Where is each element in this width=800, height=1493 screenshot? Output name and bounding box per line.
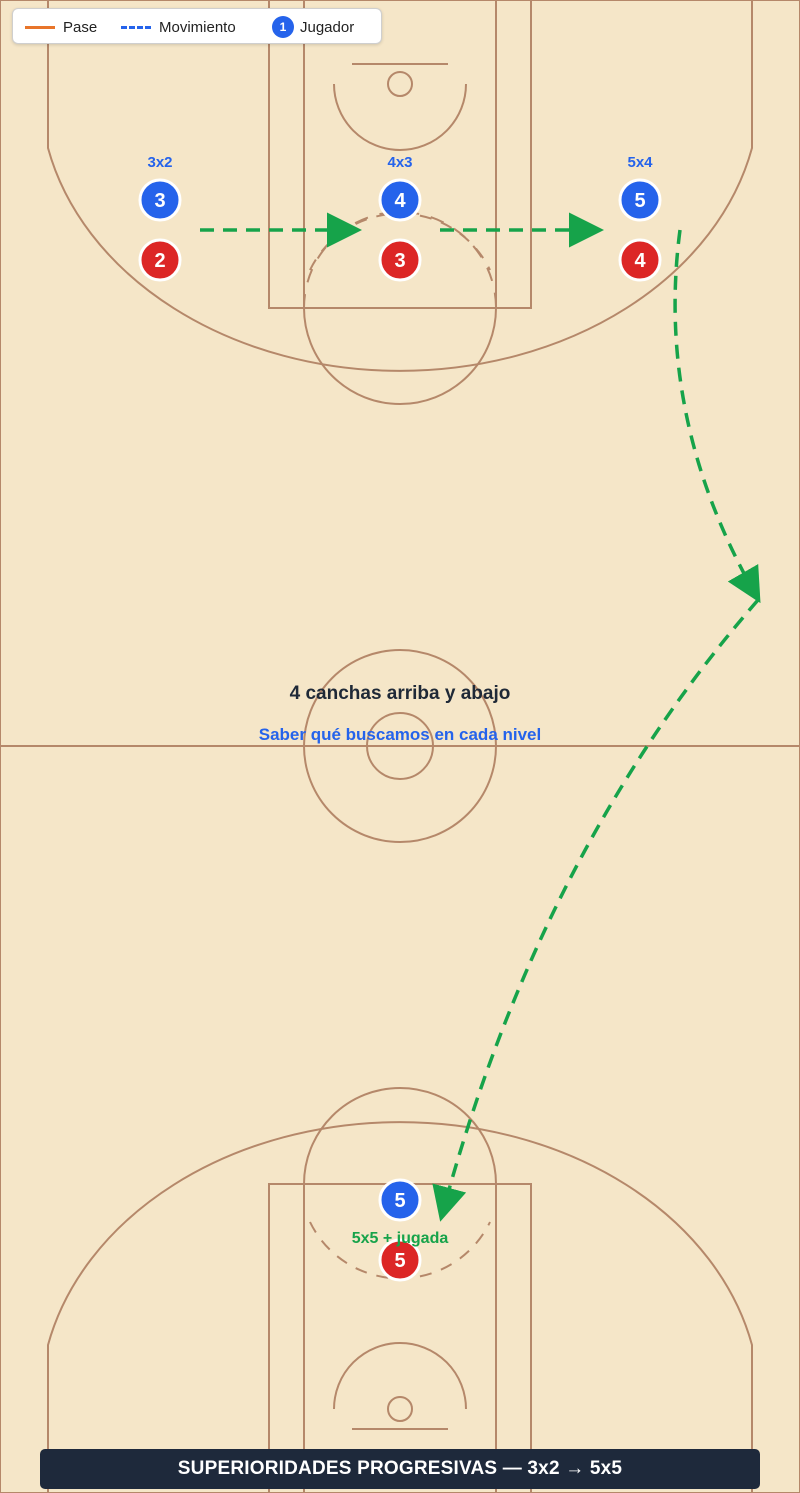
level-label: 5x5 + jugada [352,1230,449,1247]
level-5x5: 5 5 5x5 + jugada [352,1178,449,1282]
legend-player-label: Jugador [300,18,355,36]
top-lane-inner [303,0,497,309]
bottom-hoop [387,1396,413,1422]
level-label: 4x3 [387,154,412,171]
center-subtitle: Saber qué buscamos en cada nivel [259,725,542,744]
defense-player[interactable]: 3 [378,238,422,282]
player-number: 5 [634,190,645,212]
center-circle-outer [303,649,497,843]
legend-item-move: Movimiento [121,9,236,45]
center-title: 4 canchas arriba y abajo [290,683,511,704]
player-number: 4 [634,250,646,272]
defense-player[interactable]: 4 [618,238,662,282]
level-label: 5x4 [627,154,653,171]
player-number: 2 [154,250,165,272]
top-hoop [387,71,413,97]
level-label: 3x2 [147,154,172,171]
footer-banner: SUPERIORIDADES PROGRESIVAS — 3x2 → 5x5 [40,1449,760,1489]
movement-arrow-4 [432,598,760,1222]
offense-player[interactable]: 5 [378,1178,422,1222]
offense-player[interactable]: 4 [378,178,422,222]
legend-move-label: Movimiento [159,18,236,36]
center-circle-inner [366,712,434,780]
legend-item-pass: Pase [25,9,97,45]
bottom-three-point-line [47,1121,753,1493]
player-number: 4 [394,190,406,212]
player-number: 3 [394,250,405,272]
top-three-point-line [47,0,753,372]
offense-player[interactable]: 5 [618,178,662,222]
bottom-restricted-area [333,1342,467,1410]
movement-arrow-3 [673,229,761,604]
level-4x3: 4x3 4 3 [378,154,422,282]
defense-player[interactable]: 5 [378,1238,422,1282]
top-free-throw-circle-lower [303,307,497,405]
offense-player[interactable]: 3 [138,178,182,222]
footer-title: SUPERIORIDADES PROGRESIVAS — 3x2 → 5x5 [177,1458,623,1479]
player-dot-icon: 1 [272,16,294,38]
movement-arrows [200,212,761,1222]
top-restricted-area [333,83,467,151]
defense-player[interactable]: 2 [138,238,182,282]
pass-line-icon [25,25,55,29]
legend: Pase Movimiento 1 Jugador [12,8,382,44]
player-number: 5 [394,1190,405,1212]
legend-pass-label: Pase [63,18,98,36]
level-5x4: 5x4 5 4 [618,154,662,282]
bottom-free-throw-circle-upper [303,1087,497,1185]
level-3x2: 3x2 3 2 [138,154,182,282]
player-number: 5 [394,1250,405,1272]
dashed-line-icon [121,25,151,29]
player-number: 3 [154,190,165,212]
legend-item-player: 1 Jugador [272,9,354,45]
